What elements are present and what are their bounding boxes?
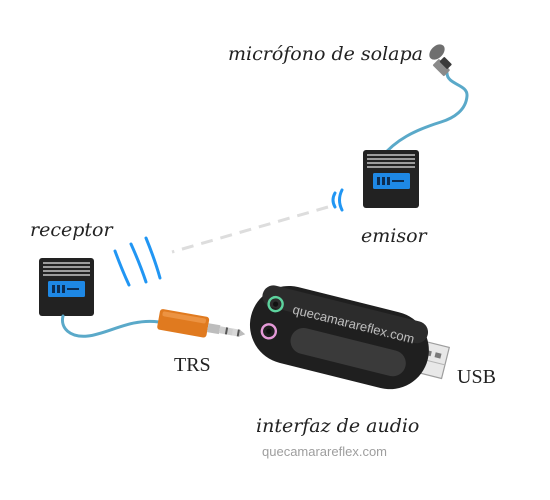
receiver-label: receptor <box>30 219 114 241</box>
microphone-label: micrófono de solapa <box>228 43 423 65</box>
transmitter-signal-icon <box>331 188 344 212</box>
receiver-signal-icon <box>113 236 162 287</box>
headphone-port <box>260 323 278 340</box>
mic-port <box>267 295 284 313</box>
mic-cable <box>379 71 469 160</box>
watermark-text: quecamarareflex.com <box>262 444 387 459</box>
usb-label: USB <box>457 366 496 388</box>
receiver-icon <box>39 258 94 316</box>
lavalier-microphone-icon <box>429 44 452 77</box>
interface-label: interfaz de audio <box>256 415 419 437</box>
wireless-link-line <box>171 205 329 254</box>
bodypack-transmitter-icon <box>363 150 419 208</box>
usb-audio-interface-icon: quecamarareflex.com <box>249 285 451 390</box>
receiver-cable <box>60 314 161 338</box>
transmitter-label: emisor <box>361 225 429 247</box>
trs-label: TRS <box>174 354 211 376</box>
trs-jack-icon <box>157 309 246 338</box>
